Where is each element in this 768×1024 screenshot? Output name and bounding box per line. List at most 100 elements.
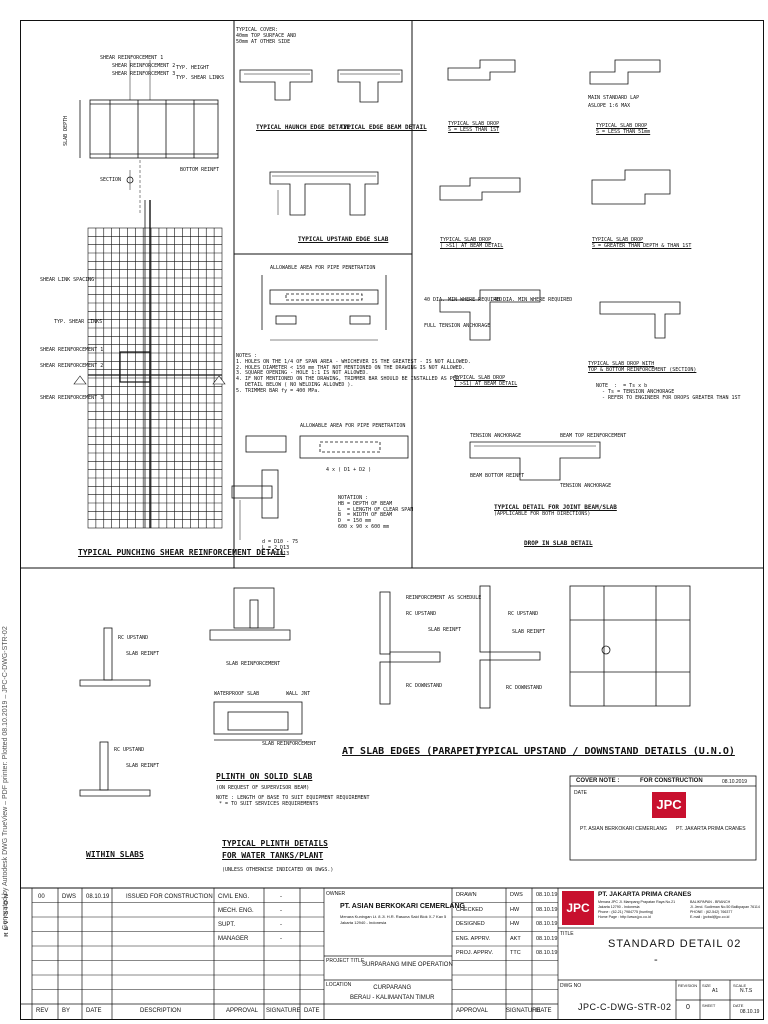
label-wall-jnt: WALL JNT [286,691,311,697]
formula: 4 x ( D1 + D2 ) [326,467,372,473]
label-rc-downstand-2: RC DOWNSTAND [506,685,543,691]
staff-role: DESIGNED [456,921,485,927]
contractor-logo: JPC [562,891,594,925]
approver-civil-val: - [280,894,282,900]
approver-supt: SUPT. [218,922,236,928]
staff-initials: HW [510,906,520,913]
label-slab-depth: SLAB DEPTH [63,115,70,146]
notation: NOTATION : HB = DEPTH OF BEAM L = LENGTH… [338,495,414,530]
parapet-title: AT SLAB EDGES (PARAPET) [342,746,481,757]
label-bottom-reinft: BOTTOM REINFT [180,167,220,173]
label-waterproof: WATERPROOF SLAB [214,691,260,697]
drop-in-slab-title: DROP IN SLAB DETAIL [524,540,593,547]
cover-note-box [569,775,757,861]
label-slab-reinforcement-1: SLAB REINFORCEMENT [226,661,281,667]
label-shear-reinf-2: SHEAR REINFORCEMENT 2 [112,63,176,69]
owner-address: Menara Kuningan Lt. 8 Jl. H.R. Rasuna Sa… [340,914,447,925]
staff-initials: HW [510,921,520,927]
label-shear-links: TYP. SHEAR LINKS [176,75,225,81]
approver-mech: MECH. ENG. [218,908,254,914]
title-label: TITLE [560,931,574,937]
dwg-no: JPC-C-DWG-STR-02 [578,1002,672,1012]
staff-header-signature: SIGNATURE [506,1008,541,1014]
cover-company-left: PT. ASIAN BERKOKARI CEMERLANG [580,826,667,832]
penetration-title: ALLOWABLE AREA FOR PIPE PENETRATION [270,265,376,271]
header-signature: SIGNATURE [266,1008,301,1014]
label-shear-reinf-1b: SHEAR REINFORCEMENT 1 [40,347,104,353]
dwg-no-label: DWG NO [560,983,582,989]
staff-header-approval: APPROVAL [456,1008,488,1014]
punching-grid [73,200,226,529]
sheet-label: SHEET [702,1003,716,1008]
project-label: PROJECT TITLE [326,958,365,964]
label-slope: ASLOPE 1:6 MAX [588,103,631,109]
staff-role: ENG. APPRV. [456,935,491,942]
label-40dia-2: 40 DIA. MIN WHERE REQUIRED [494,297,573,303]
joint-beam-title: TYPICAL DETAIL FOR JOINT BEAM/SLAB [494,504,617,511]
size-label: SIZE [702,983,711,988]
header-rev: REV [36,1008,49,1014]
plinth-title: PLINTH ON SOLID SLAB [216,772,313,781]
label-tension-anchorage-2: TENSION ANCHORAGE [560,483,612,489]
contractor-address: Menara JPC Jl. Mampang Prapatan Raya No.… [598,900,676,919]
staff-date: 08.10.19 [536,950,558,956]
plinth-subtitle: (ON REQUEST OF SUPERVISOR BEAM) [216,785,310,791]
label-rc-upstand-2: RC UPSTAND [114,747,145,753]
punching-shear-section [79,60,219,215]
label-rc-upstand-3: RC UPSTAND [406,611,437,617]
bar-schedule: d = D10 - 75 L = 2 D13 L = 3 D13 [262,539,299,557]
staff-role: PROJ. APPRV. [456,950,493,956]
approver-mech-val: - [280,908,282,914]
contractor-branch: BALIKPAPAN - BRANCH Jl. Jend. Sudirman N… [690,900,760,919]
drop-6-note: NOTE : = Ts x b - Ts = TENSION ANCHORAGE… [596,383,741,401]
drawing-frame [20,20,764,1020]
staff-date: 08.10.19 [536,892,558,898]
staff-initials: DWS [510,892,523,898]
scale-value: N.T.S [740,988,753,994]
cover-note-label: COVER NOTE : [576,778,620,784]
label-slab-reinft-1: SLAB REINFT [126,651,160,657]
header-date-2: DATE [304,1008,320,1014]
date-label: DATE [733,1003,744,1008]
trimmer-detail [231,435,409,540]
rev-date: 08.10.19 [86,894,110,900]
punching-shear-title: TYPICAL PUNCHING SHEAR REINFORCEMENT DET… [78,548,286,557]
drop-1-title: TYPICAL SLAB DROP S = LESS THAN 1ST [448,121,500,133]
project-name: SURPARANG MINE OPERATION [362,962,453,968]
label-beam-top-reinf: BEAM TOP REINFORCEMENT [560,433,627,439]
drawing-title: STANDARD DETAIL 02 [608,938,742,950]
drop-4-title: TYPICAL SLAB DROP S = GREATER THAN DEPTH… [592,237,692,249]
drop-5-title: TYPICAL SLAB DROP ( >S1) AT BEAM DETAIL [454,375,518,387]
title-block-grid [20,888,764,1020]
label-slab-reinft-3: SLAB REINFT [428,627,462,633]
cover-company-right: PT. JAKARTA PRIMA CRANES [676,826,746,832]
date-value: 08.10.19 [740,1009,760,1015]
cover-logo: JPC [652,792,686,818]
penetration-plan [261,275,387,341]
staff-date: 08.10.19 [536,935,558,942]
revision-label-tb: REVISION [678,983,698,988]
label-rc-downstand-1: RC DOWNSTAND [406,683,443,689]
label-slab-reinforcement-2: SLAB REINFORCEMENT [262,741,317,747]
staff-initials: AKT [510,935,521,942]
contractor-name: PT. JAKARTA PRIMA CRANES [598,891,692,898]
label-shear-reinf-1: SHEAR REINFORCEMENT 1 [100,55,164,61]
staff-role: CHECKED [456,906,483,913]
label-slab-reinft-4: SLAB REINFT [512,629,546,635]
drop-3-title: TYPICAL SLAB DROP ( >S1) AT BEAM DETAIL [440,237,504,249]
location-label: LOCATION [326,982,352,988]
staff-role: DRAWN [456,892,477,898]
size-value: A1 [712,988,719,994]
approver-civil: CIVIL ENG. [218,894,250,900]
cover-date-small: DATE [574,790,587,796]
approver-manager: MANAGER [218,936,249,942]
header-date: DATE [86,1008,102,1014]
label-typ-height: TYP. HEIGHT [176,65,210,71]
within-slabs-title: WITHIN SLABS [86,850,144,859]
label-slab-reinft-2: SLAB REINFT [126,763,160,769]
cover-note-value: FOR CONSTRUCTION [640,778,703,784]
label-link-spacing: SHEAR LINK SPACING [40,277,95,283]
header-approval: APPROVAL [226,1008,258,1014]
label-typ-shear-links-2: TYP. SHEAR LINKS [54,319,103,325]
haunch-details [239,69,403,216]
